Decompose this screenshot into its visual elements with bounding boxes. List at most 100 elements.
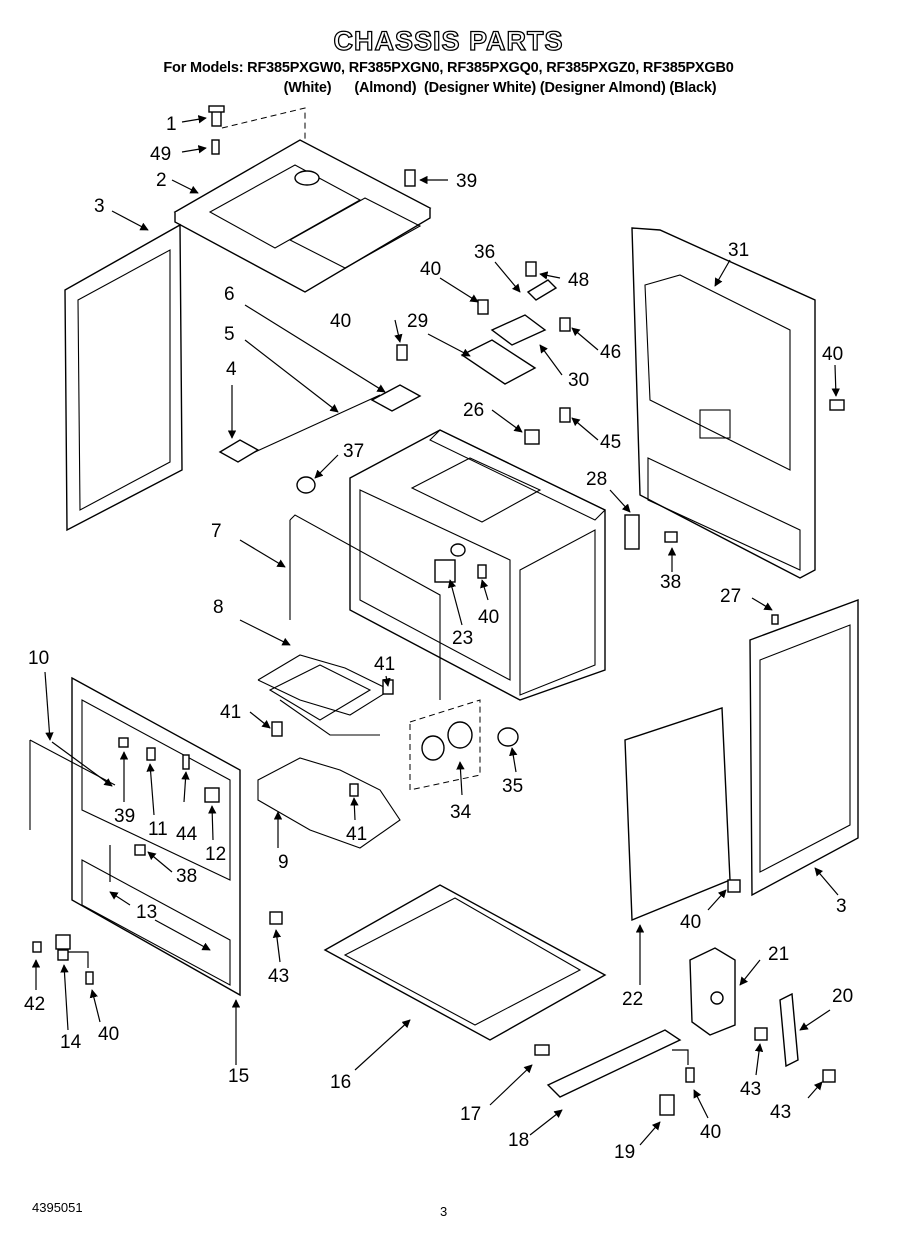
part-48-screw [525, 261, 537, 277]
callout-22: 22 [622, 989, 643, 1010]
callout-39: 39 [456, 171, 477, 192]
part-2-cooktop-pan [173, 139, 432, 293]
part-35-bulb [497, 727, 519, 747]
callout-labels: 1 49 2 39 3 40 36 48 31 6 40 29 5 46 40 … [24, 114, 853, 1163]
callout-10: 10 [28, 648, 49, 669]
part-17-clip [534, 1044, 550, 1056]
callout-43: 43 [740, 1079, 761, 1100]
callout-19: 19 [614, 1142, 635, 1163]
callout-9: 9 [278, 852, 289, 873]
part-3-right-side-panel [749, 598, 859, 897]
part-21-bracket [689, 947, 736, 1036]
callout-12: 12 [205, 844, 226, 865]
callout-26: 26 [463, 400, 484, 421]
callout-3: 3 [836, 896, 847, 917]
part-1-screw [208, 105, 225, 127]
part-15-front-frame [71, 676, 241, 997]
part-40-screw [727, 879, 741, 893]
part-43-screw [269, 911, 283, 925]
part-7-gasket [289, 514, 441, 700]
part-42-screw [32, 941, 42, 953]
part-39-screw [404, 169, 416, 187]
part-20-bracket [779, 992, 799, 1068]
callout-6: 6 [224, 284, 235, 305]
callout-37: 37 [343, 441, 364, 462]
callout-14: 14 [60, 1032, 82, 1053]
callout-3: 3 [94, 196, 105, 217]
callout-41: 41 [346, 824, 367, 845]
part-23-bracket [434, 543, 466, 583]
part-19-leveling-foot [659, 1094, 675, 1116]
callout-40: 40 [420, 259, 441, 280]
callout-15: 15 [228, 1066, 249, 1087]
callout-7: 7 [211, 521, 222, 542]
callout-38: 38 [660, 572, 681, 593]
callout-8: 8 [213, 597, 224, 618]
part-39-screw [118, 737, 129, 748]
callout-23: 23 [452, 628, 473, 649]
part-27-screw [771, 614, 779, 625]
callout-40: 40 [680, 912, 701, 933]
callout-16: 16 [330, 1072, 351, 1093]
callout-41: 41 [374, 654, 395, 675]
callout-2: 2 [156, 170, 167, 191]
part-34-light-socket [409, 699, 481, 791]
callout-40: 40 [478, 607, 499, 628]
part-43-screw [822, 1069, 836, 1083]
callout-21: 21 [768, 944, 789, 965]
callout-46: 46 [600, 342, 621, 363]
part-40-screw [85, 971, 94, 985]
callout-39: 39 [114, 806, 135, 827]
callout-43: 43 [268, 966, 289, 987]
callout-11: 11 [148, 819, 168, 840]
part-16-bottom-panel [323, 884, 607, 1041]
part-9-broil-element [257, 757, 401, 849]
model-list: For Models: RF385PXGW0, RF385PXGN0, RF38… [163, 60, 734, 76]
part-46-screw [559, 317, 571, 332]
part-37-plug [296, 476, 316, 494]
callout-41: 41 [220, 702, 241, 723]
part-40-screw [396, 344, 408, 361]
callout-13: 13 [136, 902, 157, 923]
part-40-screw [685, 1067, 695, 1083]
part-30-terminal-block [490, 314, 547, 346]
header: CHASSIS PARTS For Models: RF385PXGW0, RF… [0, 0, 897, 110]
part-28-bracket [624, 514, 640, 550]
part-43-screw [754, 1027, 768, 1041]
callout-29: 29 [407, 311, 428, 332]
callout-49: 49 [150, 144, 171, 165]
part-26-fitting [524, 429, 540, 445]
callout-36: 36 [474, 242, 495, 263]
callout-1: 1 [166, 114, 177, 135]
callout-34: 34 [450, 802, 472, 823]
callout-27: 27 [720, 586, 741, 607]
part-41-screw [382, 679, 394, 695]
part-12-clip [204, 787, 220, 803]
callout-30: 30 [568, 370, 589, 391]
callout-43: 43 [770, 1102, 791, 1123]
callout-48: 48 [568, 270, 589, 291]
callout-40: 40 [330, 311, 351, 332]
part-38-screw [134, 844, 146, 856]
callout-35: 35 [502, 776, 523, 797]
leader-lines [31, 115, 840, 1146]
part-4-bracket [218, 439, 260, 463]
part-40-screw [829, 399, 845, 411]
callout-31: 31 [728, 240, 749, 261]
part-18-rail [546, 1029, 682, 1098]
part-29-bracket [460, 339, 537, 385]
part-11-spacer [146, 747, 156, 761]
part-6-switch [370, 384, 422, 412]
callout-28: 28 [586, 469, 607, 490]
part-49-screw [211, 139, 220, 155]
part-22-panel [624, 707, 731, 922]
part-36-clip [526, 279, 558, 301]
page-title: CHASSIS PARTS [333, 25, 564, 56]
callout-4: 4 [226, 359, 237, 380]
callout-40: 40 [700, 1122, 721, 1143]
part-45-screw [559, 407, 571, 423]
part-38-screw [664, 531, 678, 543]
callout-38: 38 [176, 866, 197, 887]
callout-20: 20 [832, 986, 853, 1007]
